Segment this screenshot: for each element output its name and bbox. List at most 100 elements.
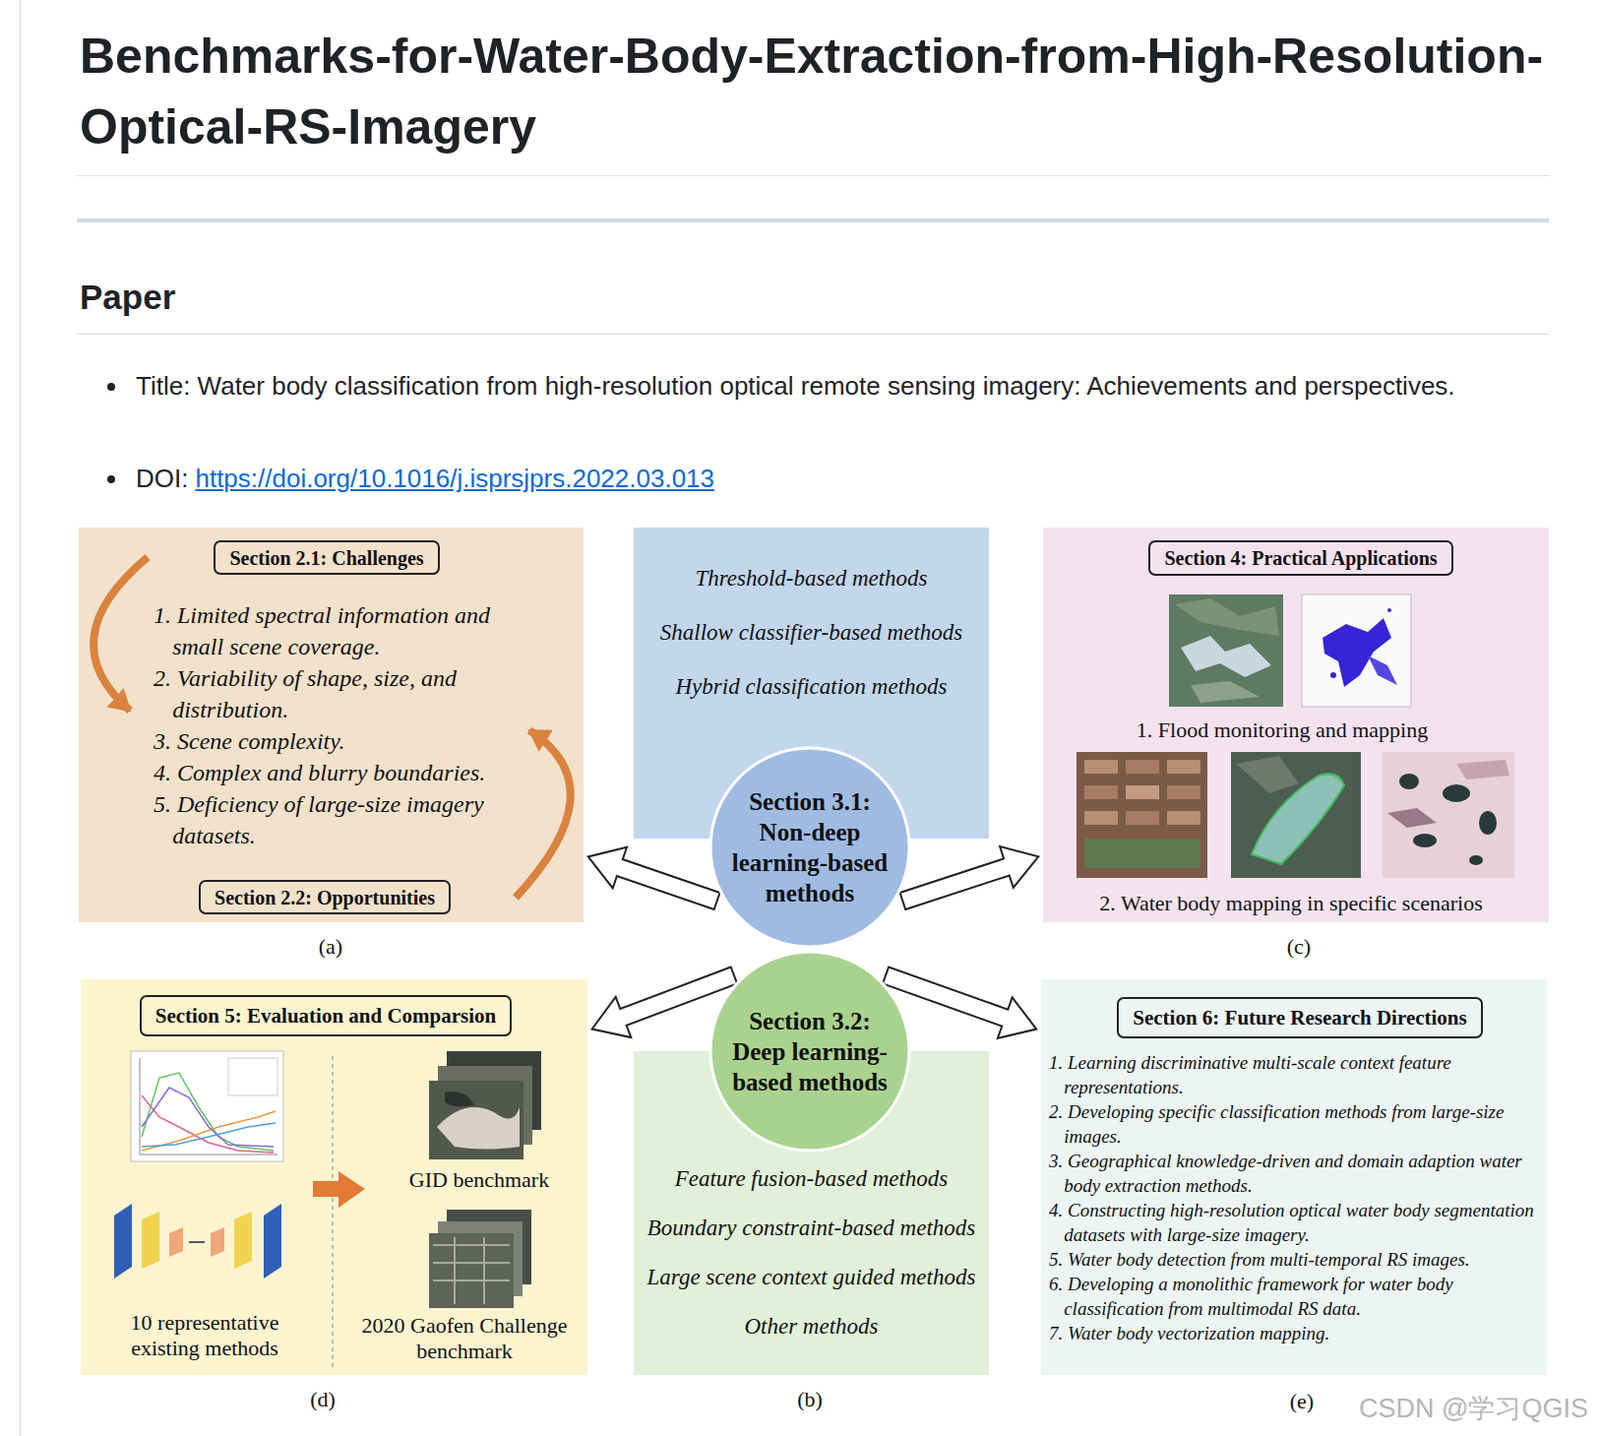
section-circle: Section 3.2: Deep learning-based methods xyxy=(708,949,912,1153)
paper-title: Title: Water body classification from hi… xyxy=(135,365,1549,408)
illustration-shape xyxy=(228,1057,278,1096)
title-rule xyxy=(76,175,1549,177)
flood-map xyxy=(1301,594,1412,707)
illustration-shape xyxy=(130,1050,284,1162)
list-item: 4. Constructing high-resolution optical … xyxy=(1048,1197,1541,1247)
list-item: 5. Deficiency of large-size imagery data… xyxy=(153,788,520,852)
bullet-dot xyxy=(107,475,116,484)
illustration-shape xyxy=(1084,759,1118,774)
illustration-shape xyxy=(1084,785,1118,800)
illustration-shape xyxy=(1301,594,1412,707)
method-name: Large scene context guided methods xyxy=(633,1264,989,1291)
text-group: 1. Limited spectral information and smal… xyxy=(153,599,520,852)
list-item: 6. Developing a monolithic framework for… xyxy=(1048,1271,1541,1321)
illustration-shape xyxy=(1125,785,1160,800)
flood-image xyxy=(1169,594,1284,707)
illustration-shape xyxy=(188,1240,205,1243)
illustration-shape xyxy=(263,1203,282,1279)
illustration-shape xyxy=(1125,759,1160,774)
illustration-shape xyxy=(141,1110,276,1151)
applications-panel: Section 4: Practical Applications 1. Floo… xyxy=(1043,527,1549,923)
section-label: Section 4: Practical Applications xyxy=(1148,540,1453,576)
illustration-shape xyxy=(139,1057,141,1155)
section-circle: Section 3.1: Non-deep learning-based met… xyxy=(708,745,912,949)
illustration-shape xyxy=(1399,773,1419,790)
circle-shape xyxy=(710,951,910,1151)
illustration-shape xyxy=(436,1107,520,1150)
illustration-shape xyxy=(210,1227,225,1257)
illustration-shape xyxy=(432,1236,510,1304)
illustration-shape xyxy=(1190,680,1260,703)
list-item: 7. Water body vectorization mapping. xyxy=(1048,1320,1541,1346)
cycle-arrow xyxy=(93,556,148,711)
illustration-shape xyxy=(429,1232,514,1308)
illustration-shape xyxy=(1169,594,1284,707)
illustration-shape xyxy=(1167,785,1201,800)
text-group: Threshold-based methodsShallow classifie… xyxy=(633,565,989,700)
illustration-shape xyxy=(1167,759,1201,774)
text-group: 2. Water body mapping in specific scenar… xyxy=(1043,890,1539,917)
section-label: Section 5: Evaluation and Comparsion xyxy=(139,994,513,1037)
illustration-shape xyxy=(1230,751,1361,878)
text-group: Section 3.1: Non-deep learning-based met… xyxy=(723,786,897,909)
figure-caption: 2020 Gaofen Challenge benchmark xyxy=(351,1312,578,1364)
line-chart xyxy=(130,1050,284,1162)
list-item: 5. Water body detection from multi-tempo… xyxy=(1048,1246,1541,1272)
page-border xyxy=(19,0,21,1436)
image-stack xyxy=(429,1050,542,1160)
illustration-shape xyxy=(141,1095,274,1153)
image-caption: 1. Flood monitoring and mapping xyxy=(1043,717,1522,743)
illustration-shape xyxy=(1235,755,1299,794)
text-group: Section 2.1: Challenges xyxy=(229,546,424,570)
image-stack xyxy=(429,1209,532,1308)
circle-outline xyxy=(708,745,912,949)
block-arrow xyxy=(900,846,1040,910)
illustration-shape xyxy=(141,1211,160,1269)
watermark: CSDN @学习QGIS xyxy=(1358,1391,1589,1426)
section-title: Section 4: Practical Applications xyxy=(1164,546,1437,570)
section-label: Section 6: Future Research Directions xyxy=(1116,996,1482,1039)
bullet-dot xyxy=(107,382,116,391)
doi-key: DOI: xyxy=(135,457,188,500)
list-item: 1. Limited spectral information and smal… xyxy=(153,599,520,663)
illustration-shape xyxy=(1251,773,1345,864)
panel-letter: (d) xyxy=(309,1384,336,1414)
text-group: Section 2.2: Opportunities xyxy=(214,885,435,910)
method-name: Threshold-based methods xyxy=(633,565,989,592)
figure-caption: 10 representative existing methods xyxy=(116,1309,294,1361)
illustration-shape xyxy=(1469,855,1483,865)
panel-letter: (b) xyxy=(797,1384,823,1414)
method-name: Feature fusion-based methods xyxy=(633,1166,989,1192)
list-item: 2. Variability of shape, size, and distr… xyxy=(153,662,520,726)
illustration-shape xyxy=(1367,655,1398,685)
image-caption: 2. Water body mapping in specific scenar… xyxy=(1043,890,1539,917)
illustration-shape xyxy=(114,1203,132,1279)
section-label: Section 2.2: Opportunities xyxy=(198,879,451,915)
method-name: Hybrid classification methods xyxy=(633,674,989,700)
figure-caption: GID benchmark xyxy=(380,1167,578,1193)
list-item: 4. Complex and blurry boundaries. xyxy=(153,756,520,789)
text-group: Section 3.2: Deep learning-based methods xyxy=(723,1005,897,1098)
challenges-panel: Section 2.1: ChallengesSection 2.2: Oppo… xyxy=(78,527,584,923)
network-blocks xyxy=(114,1203,282,1279)
block-arrow xyxy=(588,847,721,910)
illustration-shape xyxy=(1167,810,1201,825)
urban-scene xyxy=(1076,751,1208,878)
illustration-shape xyxy=(139,1154,278,1156)
list-item: 3. Geographical knowledge-driven and dom… xyxy=(1048,1148,1541,1198)
illustration-shape xyxy=(1084,838,1201,868)
section-heading: Paper xyxy=(79,276,176,318)
panel-letter: (c) xyxy=(1287,931,1311,961)
illustration-shape xyxy=(429,1080,524,1160)
page-title: Benchmarks-for-Water-Body-Extraction-fro… xyxy=(79,20,1549,163)
flow-arrow xyxy=(312,1170,366,1208)
illustration-shape xyxy=(1456,759,1510,780)
text-group: 1. Learning discriminative multi-scale c… xyxy=(1048,1049,1541,1346)
reservoir-scene xyxy=(1230,751,1361,878)
section-title: Section 2.2: Opportunities xyxy=(214,885,435,910)
text-group: Section 4: Practical Applications xyxy=(1164,546,1437,570)
list-item: 1. Learning discriminative multi-scale c… xyxy=(1048,1049,1541,1100)
text-group: 2020 Gaofen Challenge benchmark xyxy=(351,1312,578,1364)
directions-panel: Section 6: Future Research Directions 1. … xyxy=(1041,979,1547,1375)
